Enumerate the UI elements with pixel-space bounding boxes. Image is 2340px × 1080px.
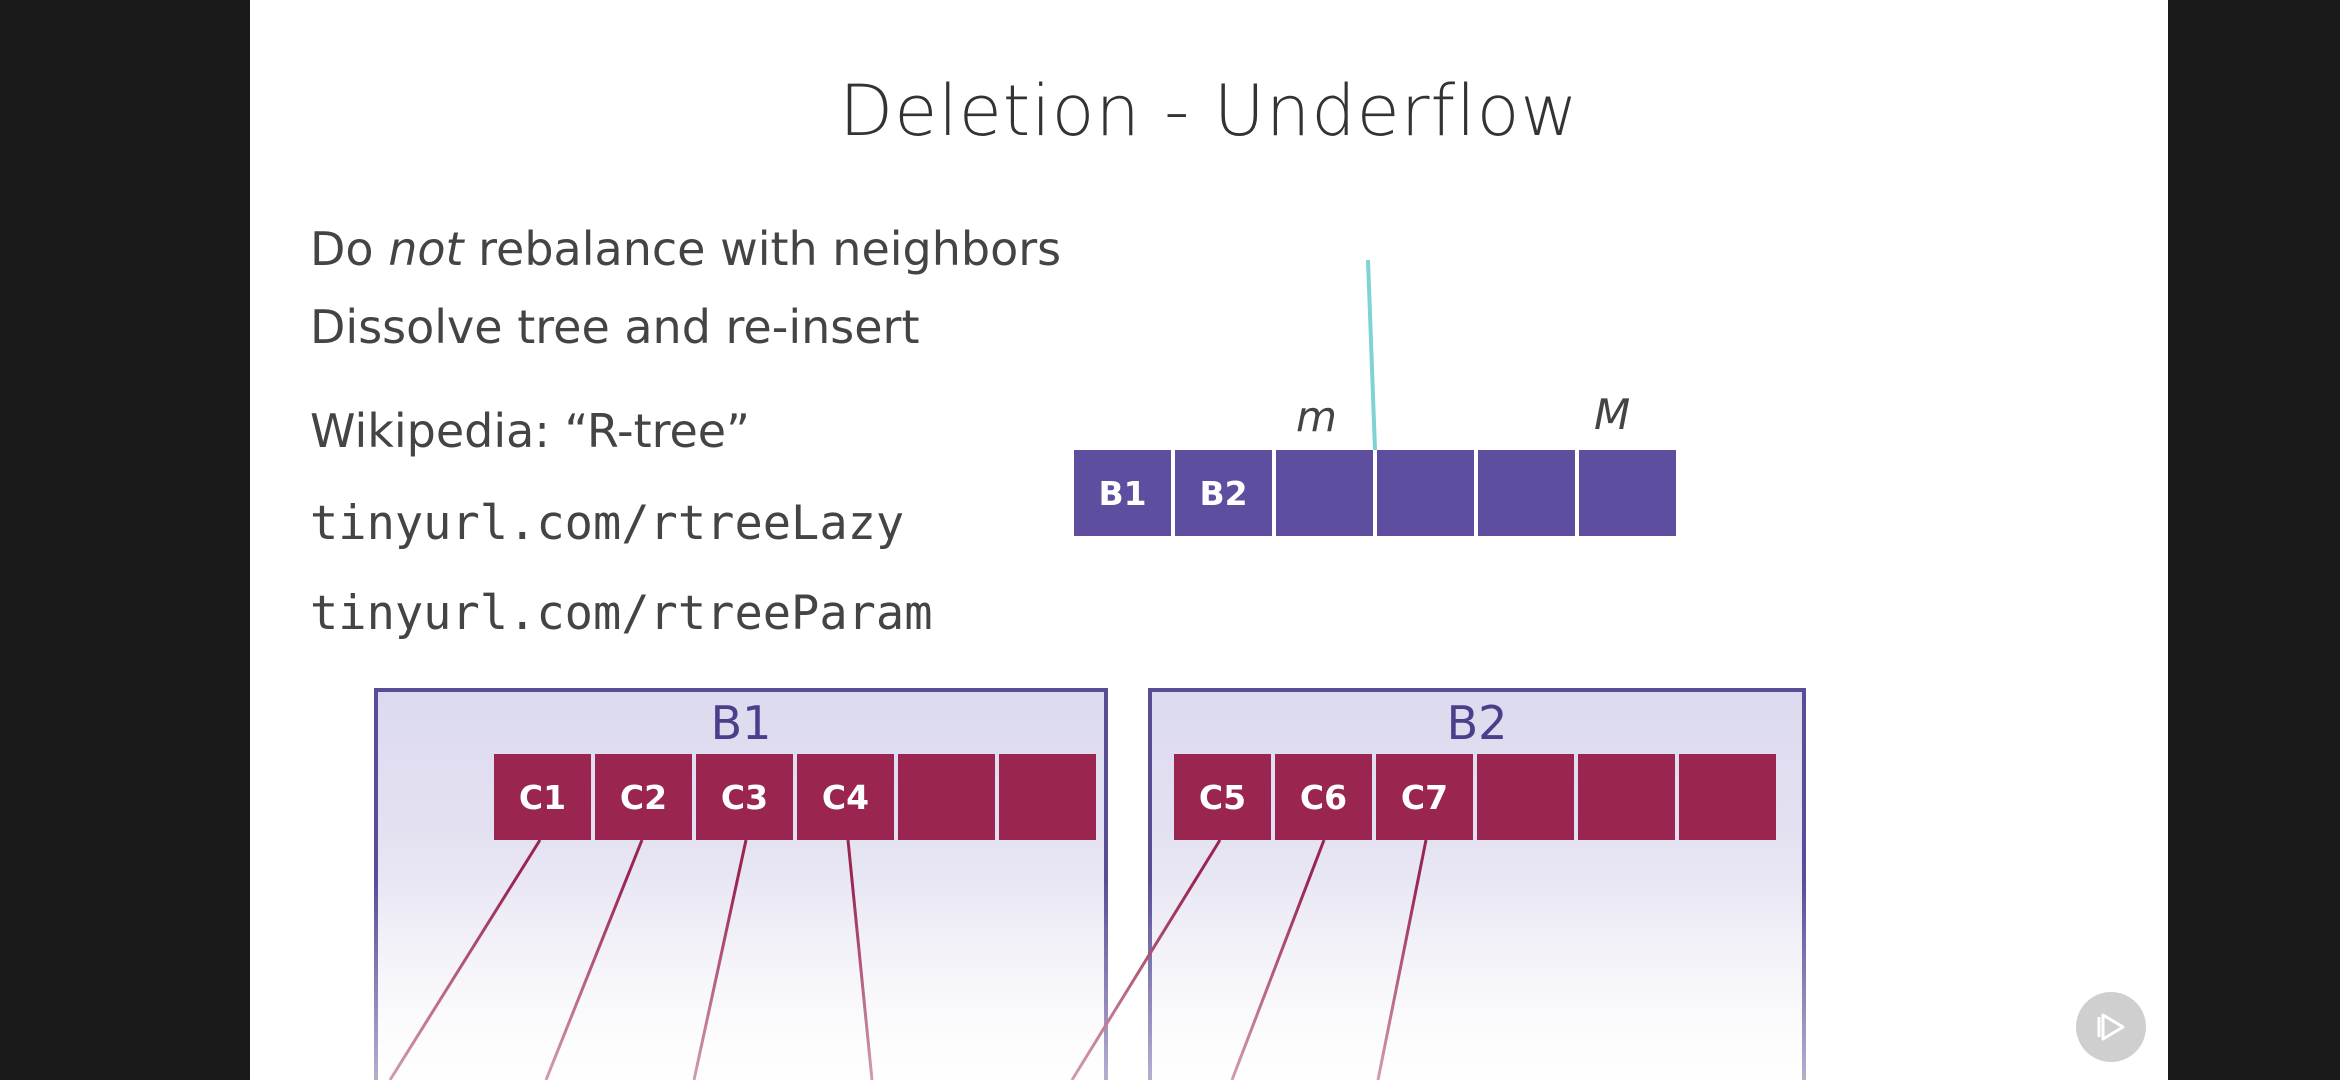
bullet-rebalance-pre: Do: [310, 222, 389, 276]
link-rtree-lazy: tinyurl.com/rtreeLazy: [310, 496, 905, 551]
play-button[interactable]: [2076, 992, 2146, 1062]
child-entry: C7: [1376, 754, 1473, 840]
top-node-entry: [1579, 450, 1676, 536]
child-node-b2-entries: C5 C6 C7: [1174, 754, 1776, 840]
bullet-dissolve: Dissolve tree and re-insert: [310, 300, 920, 354]
child-entry: C2: [595, 754, 692, 840]
child-entry: [1578, 754, 1675, 840]
child-entry: C4: [797, 754, 894, 840]
slide: Deletion - Underflow Do not rebalance wi…: [250, 0, 2168, 1080]
bullet-rebalance-post: rebalance with neighbors: [463, 222, 1062, 276]
child-entry: C5: [1174, 754, 1271, 840]
max-fill-label: M: [1594, 390, 1631, 439]
child-entry: [898, 754, 995, 840]
top-node: B1 B2: [1074, 450, 1676, 536]
left-letterbox: [0, 0, 250, 1080]
child-box-label: B1: [710, 696, 772, 750]
right-letterbox: [2168, 0, 2340, 1080]
top-node-entry: [1276, 450, 1373, 536]
top-node-entry: B2: [1175, 450, 1272, 536]
child-entry: C1: [494, 754, 591, 840]
child-entry: [1679, 754, 1776, 840]
child-entry: [1477, 754, 1574, 840]
child-node-b1-entries: C1 C2 C3 C4: [494, 754, 1096, 840]
child-entry: C3: [696, 754, 793, 840]
min-marker-line: [1366, 259, 1377, 451]
top-node-entry: [1478, 450, 1575, 536]
min-fill-label: m: [1296, 392, 1337, 441]
slide-title: Deletion - Underflow: [839, 70, 1579, 152]
play-icon: [2097, 1013, 2125, 1041]
link-rtree-param: tinyurl.com/rtreeParam: [310, 586, 933, 641]
child-entry: C6: [1275, 754, 1372, 840]
child-entry: [999, 754, 1096, 840]
bullet-wikipedia: Wikipedia: “R-tree”: [310, 404, 750, 458]
top-node-entry: [1377, 450, 1474, 536]
child-box-label: B2: [1446, 696, 1508, 750]
top-node-entry: B1: [1074, 450, 1171, 536]
bullet-rebalance: Do not rebalance with neighbors: [310, 222, 1061, 276]
bullet-rebalance-emphasis: not: [388, 222, 464, 276]
bottom-fade: [250, 880, 2168, 1080]
